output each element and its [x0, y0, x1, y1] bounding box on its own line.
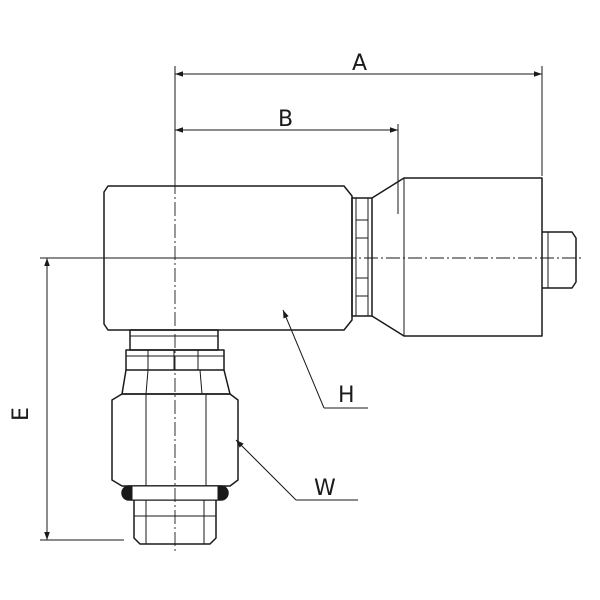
- body-hex-nut: [351, 197, 373, 317]
- taper: [121, 369, 231, 395]
- leader-h: [282, 309, 325, 409]
- leader-lines: [235, 309, 368, 501]
- label-e: E: [9, 407, 34, 421]
- hose-sleeve: [371, 177, 543, 337]
- large-hex-nut: [111, 393, 239, 487]
- label-b: B: [278, 107, 293, 132]
- hose-tail: [542, 231, 577, 289]
- label-h: H: [338, 383, 355, 408]
- leader-w: [235, 439, 297, 501]
- label-a: A: [352, 51, 367, 76]
- label-w: W: [314, 476, 336, 501]
- dimension-lines: [40, 66, 543, 541]
- center-lines: [100, 180, 584, 552]
- neck: [129, 329, 219, 351]
